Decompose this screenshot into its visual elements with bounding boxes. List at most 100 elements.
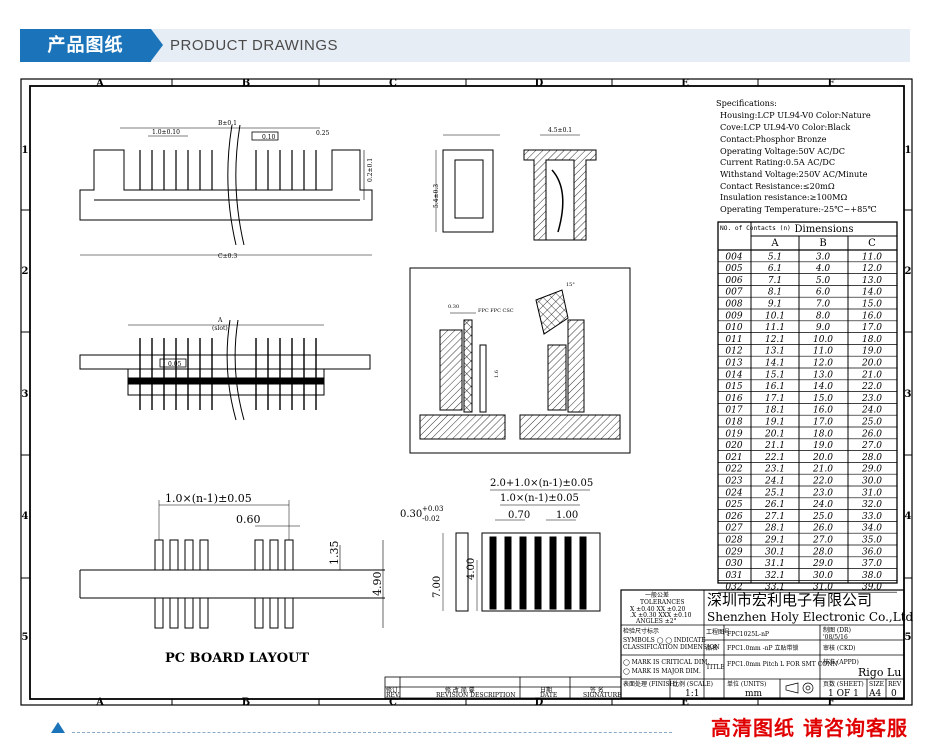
table-cell: 030 (725, 559, 742, 569)
spec-line: Housing:LCP UL94-V0 Color:Nature (720, 110, 871, 120)
table-cell: 27.1 (764, 512, 785, 522)
table-col-a: A (770, 238, 779, 249)
table-cell: 34.0 (862, 524, 882, 534)
fpc-pitch: 1.0×(n-1)±0.05 (500, 493, 579, 504)
dim-b: B±0.1 (218, 120, 237, 127)
tol-l2: .X ±0.30 XXX ±0.10 (630, 612, 692, 619)
title-label: TITLE (706, 664, 725, 671)
footer-cta[interactable]: 高清图纸 请咨询客服 (711, 716, 908, 740)
detail-fpc: FPC FPC CSC (478, 308, 514, 314)
dim-pitch: 1.0±0.10 (152, 129, 180, 136)
table-cell: 8.0 (816, 311, 831, 321)
spec-line: Insulation resistance:≥100MΩ (720, 192, 847, 202)
rev-sig: 签 名 (590, 686, 604, 694)
table-cell: 016 (725, 394, 742, 404)
table-cell: 19.1 (765, 418, 785, 428)
table-cell: 10.0 (813, 335, 833, 345)
table-cell: 7.1 (768, 276, 782, 286)
name-value: FPC1.0mm -nP 立贴带锁 (727, 644, 798, 652)
table-col-b: B (819, 238, 826, 249)
dim-c: C±0.3 (218, 253, 237, 260)
dim-025: 0.25 (316, 130, 330, 137)
table-cell: 017 (725, 406, 742, 416)
table-cell: 4.0 (815, 264, 831, 274)
table-cell: 32.0 (862, 500, 882, 510)
col-label-d: D (535, 78, 544, 89)
table-cell: 23.0 (861, 394, 882, 404)
table-dims-header: Dimensions (795, 224, 854, 235)
table-cell: 011 (725, 335, 742, 345)
table-cell: 33.1 (765, 583, 785, 593)
spec-heading: Specifications: (716, 98, 777, 108)
table-cell: 25.0 (812, 512, 833, 522)
table-cell: 14.0 (813, 382, 833, 392)
rev-date-en: DATE (540, 692, 557, 699)
table-cell: 18.0 (862, 335, 882, 345)
pcb-layout (79, 500, 385, 629)
table-cell: 21.0 (812, 465, 833, 475)
spec-line: Withstand Voltage:250V AC/Minute (720, 169, 868, 179)
row-label-5: 5 (22, 632, 29, 643)
title-block (384, 589, 905, 699)
table-cell: 28.1 (764, 524, 785, 534)
sym-l1: SYMBOLS ◯ ◯ INDICATE (623, 637, 706, 644)
appd-value: Rigo Lu (858, 666, 901, 679)
row-label-3-right: 3 (905, 389, 912, 400)
connector-section-view (523, 134, 597, 241)
table-cell: 31.0 (813, 583, 833, 593)
spec-line: Operating Temperature:-25℃~+85℃ (720, 204, 877, 214)
table-cell: 17.0 (813, 418, 833, 428)
fpc-tol-dn: -0.02 (422, 515, 440, 523)
table-cell: 26.0 (812, 524, 833, 534)
pcb-060: 0.60 (236, 513, 261, 526)
table-cell: 023 (725, 477, 742, 487)
table-cell: 005 (725, 264, 742, 274)
fpc-total: 2.0+1.0×(n-1)±0.05 (490, 478, 593, 489)
table-cell: 18.0 (813, 429, 833, 439)
table-cell: 13.1 (765, 347, 785, 357)
table-cell: 013 (725, 359, 742, 369)
sym-cn: 检验尺寸标示 (623, 627, 659, 635)
table-cell: 026 (725, 512, 742, 522)
table-cell: 010 (725, 323, 742, 333)
footer-triangle-icon (51, 722, 65, 733)
table-cell: 028 (725, 536, 742, 546)
pcb-135: 1.35 (328, 541, 341, 566)
rev-no-en: REV. (386, 692, 400, 699)
spec-line: Current Rating:0.5A AC/DC (720, 157, 835, 167)
table-cell: 22.0 (812, 477, 833, 487)
table-cell: 22.1 (764, 453, 785, 463)
table-cell: 019 (725, 429, 742, 439)
row-label-5-right: 5 (905, 632, 912, 643)
table-cell: 29.0 (861, 465, 882, 475)
title-value: FPC1.0mm Pitch L FOR SMT CONN (727, 661, 838, 668)
table-cell: 15.1 (765, 370, 785, 380)
table-cell: 17.0 (862, 323, 882, 333)
section-title: PRODUCT DRAWINGS (170, 37, 339, 54)
table-cell: 14.1 (765, 359, 785, 369)
detail-16: 1.6 (494, 370, 500, 378)
pcb-layout-title: PC BOARD LAYOUT (165, 651, 309, 666)
table-cell: 24.0 (861, 406, 882, 416)
rev-label: REV (888, 681, 902, 688)
spec-line: Operating Voltage:50V AC/DC (720, 146, 845, 156)
spec-line: Contact Resistance:≤20mΩ (720, 181, 835, 191)
table-cell: 15.0 (862, 300, 882, 310)
connector-bottom-view (79, 319, 371, 421)
units-label: 单位 (UNITS) (727, 680, 766, 688)
table-cell: 031 (725, 571, 742, 581)
scale-label: 比例 (SCALE) (673, 680, 713, 688)
table-cell: 21.1 (764, 441, 785, 451)
section-header: 产品图纸 PRODUCT DRAWINGS (20, 29, 910, 62)
size-value: A4 (868, 689, 881, 699)
dim-width: 4.5±0.1 (548, 127, 572, 134)
table-cell: 5.0 (816, 276, 831, 286)
col-label-b: B (242, 78, 250, 89)
table-cell: 26.0 (861, 429, 882, 439)
table-cell: 36.0 (862, 547, 882, 557)
mark-major: ◯ MARK IS MAJOR DIM. (623, 668, 701, 675)
table-cell: 19.0 (813, 441, 833, 451)
size-label: SIZE (869, 681, 884, 688)
sym-l2: CLASSIFICATION DIMENSION (623, 644, 720, 651)
